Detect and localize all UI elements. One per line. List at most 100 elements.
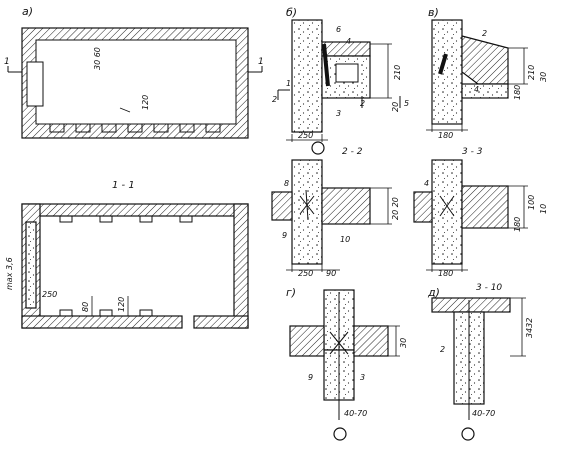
b-wall-column — [291, 19, 323, 133]
v-base-dim — [426, 124, 468, 132]
dim-max-3-6: max 3,6 — [5, 257, 14, 290]
g-slab-left — [289, 325, 325, 357]
dim-120-plan: 120 — [141, 95, 150, 110]
marker-1-right: 1 — [258, 57, 264, 67]
label-section-3-3: 3 - 3 — [462, 147, 483, 157]
plan-bottom-ribs — [49, 124, 221, 133]
dim-250-b: 250 — [298, 131, 313, 140]
callout-6: 6 — [336, 25, 341, 34]
b-dim-210 — [370, 43, 392, 99]
section-right-wall — [233, 203, 249, 329]
v-joint-seal — [438, 53, 448, 75]
panel-a-plan — [7, 27, 263, 139]
callout-9: 9 — [282, 231, 287, 240]
s33-slab-left — [413, 191, 433, 223]
s22-dims — [286, 187, 392, 272]
g-slab-right — [353, 325, 389, 357]
callout-8: 8 — [284, 179, 289, 188]
b-base-dim — [286, 134, 328, 142]
dim-80: 80 — [81, 302, 90, 312]
panel-section-1-1 — [21, 203, 249, 329]
callout-2c: 2 — [482, 29, 487, 38]
label-section-3-10: 3 - 10 — [476, 283, 502, 293]
g-axis-marker — [333, 427, 347, 441]
section-bottom-slab-left — [21, 315, 183, 329]
s33-joint — [439, 195, 455, 217]
label-section-2-2: 2 - 2 — [342, 147, 363, 157]
plan-inner-space — [35, 39, 237, 125]
callout-4c: 4 — [424, 179, 429, 188]
label-panel-g: г) — [286, 286, 296, 299]
section-top-ribs — [59, 216, 193, 223]
callout-2d: 2 — [440, 345, 445, 354]
panel-b-joint — [277, 19, 401, 142]
label-panel-d: д) — [427, 286, 440, 299]
callout-5: 5 — [404, 99, 409, 108]
dim-210-v: 210 — [527, 65, 536, 80]
s22-slab-right — [321, 187, 371, 225]
s33-dims — [426, 185, 528, 272]
d-dim-3432 — [510, 297, 526, 357]
label-panel-a: а) — [22, 5, 33, 18]
d-slab-top — [431, 297, 511, 313]
dim-180-v1: 180 — [513, 85, 522, 100]
s33-slab-right — [461, 185, 509, 229]
v-slab-lower — [461, 83, 509, 99]
callout-10: 10 — [340, 235, 350, 244]
b-axis-marker — [311, 141, 325, 155]
callout-4b: 4 — [474, 85, 479, 94]
callout-9b: 9 — [308, 373, 313, 382]
v-slab-top — [461, 35, 509, 85]
plan-doorway — [26, 61, 44, 107]
dim-30-v: 30 — [539, 72, 548, 82]
b-ground-arrows — [277, 89, 401, 108]
dim-3432: 3432 — [525, 318, 534, 338]
dim-180-v2: 180 — [438, 131, 453, 140]
plan-diagonal-dim — [119, 107, 131, 113]
label-panel-b: б) — [286, 6, 297, 19]
s33-wall-column — [431, 159, 463, 265]
callout-3: 3 — [336, 109, 341, 118]
dim-20-20: 20 20 — [391, 197, 400, 220]
dim-20-b: 20 — [391, 102, 400, 112]
dim-10: 10 — [539, 204, 548, 214]
callout-2b: 2 — [360, 99, 365, 108]
dim-210-b: 210 — [393, 65, 402, 80]
dim-180-s33b: 180 — [438, 269, 453, 278]
label-section-1-1: 1 - 1 — [112, 180, 135, 191]
section-bottom-slab-right — [193, 315, 249, 329]
dim-40-70-d: 40-70 — [472, 409, 495, 418]
dim-120-section: 120 — [117, 297, 126, 312]
callout-3b: 3 — [360, 373, 365, 382]
panel-d-joint — [431, 297, 526, 420]
section-line-1-right — [248, 66, 263, 73]
d-axis-marker — [461, 427, 475, 441]
section-line-1-left — [7, 66, 22, 73]
section-2-2 — [271, 159, 392, 272]
callout-4: 4 — [346, 37, 351, 46]
g-dim-30 — [388, 325, 400, 357]
v-dims — [508, 47, 528, 85]
dim-90: 90 — [326, 269, 336, 278]
label-panel-v: в) — [428, 6, 439, 19]
dim-180-s33: 180 — [513, 217, 522, 232]
g-joint — [329, 292, 349, 420]
section-left-pier — [25, 221, 37, 309]
marker-1-left: 1 — [4, 57, 10, 67]
section-bottom-ribs — [59, 309, 153, 316]
dim-250-section: 250 — [42, 290, 57, 299]
b-slab-lower — [321, 55, 371, 99]
dim-250-s22: 250 — [298, 269, 313, 278]
dim-40-70-g: 40-70 — [344, 409, 367, 418]
dim-100: 100 — [527, 195, 536, 210]
callout-2: 2 — [272, 95, 277, 104]
panel-g-joint — [289, 289, 400, 420]
section-top-slab — [21, 203, 249, 217]
b-joint-seal — [322, 43, 330, 87]
section-3-3 — [413, 159, 528, 272]
dim-30-g: 30 — [399, 338, 408, 348]
b-slab-void — [335, 63, 359, 83]
v-wall-column — [431, 19, 463, 125]
panel-v-joint — [426, 19, 528, 132]
